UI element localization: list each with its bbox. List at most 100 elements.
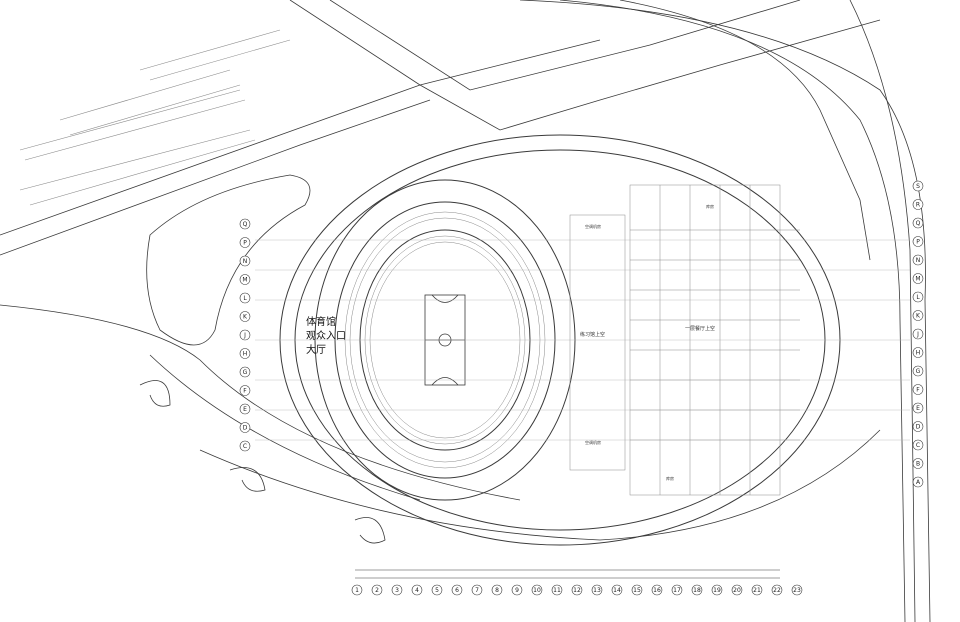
axis-bubble-right-E: E: [912, 402, 924, 414]
svg-text:G: G: [916, 368, 921, 375]
axis-bubble-1: 1: [351, 584, 363, 596]
svg-text:6: 6: [455, 587, 459, 594]
axis-bubble-18: 18: [691, 584, 703, 596]
axis-bubble-21: 21: [751, 584, 763, 596]
svg-text:17: 17: [673, 587, 681, 594]
svg-text:P: P: [243, 240, 247, 247]
axis-bubble-23: 23: [791, 584, 803, 596]
svg-text:K: K: [243, 314, 248, 321]
axis-bubble-left-G: G: [239, 366, 251, 378]
landscape-island: [146, 174, 311, 346]
axis-bubble-16: 16: [651, 584, 663, 596]
svg-text:19: 19: [713, 587, 721, 594]
axis-bubble-right-Q: Q: [912, 217, 924, 229]
entrance-stairs: [139, 380, 386, 544]
axis-bubble-14: 14: [611, 584, 623, 596]
axis-bubble-left-H: H: [239, 348, 251, 359]
axis-bubble-left-N: N: [239, 255, 251, 267]
road-curve: [559, 0, 906, 622]
svg-text:20: 20: [733, 587, 741, 594]
axis-bubble-left-J: J: [239, 329, 251, 341]
svg-text:F: F: [916, 387, 920, 394]
axis-bubble-left-E: E: [239, 403, 251, 415]
axis-bubble-6: 6: [451, 584, 463, 596]
svg-text:H: H: [243, 351, 248, 358]
axis-bubble-left-Q: Q: [239, 218, 251, 230]
hall-label-line-3: 大厅: [306, 345, 326, 356]
svg-text:Q: Q: [243, 221, 248, 228]
axis-bubble-12: 12: [571, 584, 583, 596]
svg-text:10: 10: [533, 587, 541, 594]
svg-text:16: 16: [653, 587, 661, 594]
svg-text:G: G: [243, 369, 248, 376]
axis-bubble-right-H: H: [912, 347, 924, 358]
bottom-room-label: 空调机房: [585, 439, 601, 445]
svg-text:2: 2: [375, 587, 379, 594]
axis-bubble-left-K: K: [239, 311, 251, 322]
top-room-label: 空调机房: [585, 223, 601, 229]
svg-text:Q: Q: [916, 220, 921, 227]
svg-text:C: C: [916, 442, 920, 449]
svg-text:D: D: [916, 424, 921, 431]
road-curve: [149, 354, 421, 501]
axis-bubble-4: 4: [411, 584, 423, 596]
axis-bubble-right-B: B: [912, 458, 924, 469]
svg-text:L: L: [243, 295, 247, 302]
axis-bubble-left-L: L: [239, 292, 251, 304]
svg-text:N: N: [916, 257, 921, 264]
axis-bubble-19: 19: [711, 584, 723, 596]
svg-text:15: 15: [633, 587, 641, 594]
axis-bubble-9: 9: [511, 584, 523, 596]
axis-bubble-2: 2: [371, 584, 383, 596]
svg-text:L: L: [916, 294, 920, 301]
svg-text:22: 22: [773, 587, 781, 594]
svg-text:D: D: [243, 425, 248, 432]
entrance-hall-label: 体育馆 观众入口 大厅: [306, 316, 346, 358]
axis-bubble-22: 22: [771, 584, 783, 596]
axis-bubble-right-G: G: [912, 365, 924, 377]
axis-bubble-right-P: P: [912, 236, 924, 247]
road-curve: [0, 304, 521, 501]
svg-text:B: B: [916, 461, 920, 468]
axis-bubble-11: 11: [551, 584, 563, 596]
road-edge: [0, 39, 601, 236]
axis-bubble-left-P: P: [239, 237, 251, 248]
svg-text:12: 12: [573, 587, 581, 594]
svg-text:3: 3: [395, 587, 399, 594]
svg-text:C: C: [243, 443, 247, 450]
axis-bubble-7: 7: [471, 584, 483, 596]
axis-bubble-right-A: A: [912, 476, 924, 488]
axis-bubble-3: 3: [391, 584, 403, 596]
right-room-label: 一层餐厅上空: [685, 325, 715, 332]
axis-bubble-right-F: F: [912, 384, 924, 395]
hall-label-line-2: 观众入口: [306, 331, 346, 342]
parking-stripes: [19, 29, 291, 206]
left-room-label: 练习馆上空: [580, 331, 605, 338]
svg-text:J: J: [243, 332, 246, 339]
svg-text:5: 5: [435, 587, 439, 594]
svg-text:P: P: [916, 239, 920, 246]
axis-bubble-right-C: C: [912, 439, 924, 451]
axis-bubble-right-J: J: [912, 328, 924, 340]
svg-text:23: 23: [793, 587, 801, 594]
axis-bubble-10: 10: [531, 584, 543, 596]
svg-text:9: 9: [515, 587, 519, 594]
axis-bubble-right-N: N: [912, 254, 924, 266]
road-edge: [0, 99, 431, 256]
svg-text:J: J: [916, 331, 919, 338]
svg-text:S: S: [916, 183, 920, 190]
road-curve: [619, 0, 871, 261]
road-curve: [519, 0, 931, 622]
svg-text:F: F: [243, 388, 247, 395]
road-edge: [419, 19, 881, 131]
svg-text:21: 21: [753, 587, 761, 594]
axis-bubble-17: 17: [671, 584, 683, 596]
svg-text:A: A: [916, 479, 921, 486]
road-curve: [849, 0, 916, 622]
axis-lines: [255, 239, 910, 441]
road-curve: [199, 429, 881, 541]
